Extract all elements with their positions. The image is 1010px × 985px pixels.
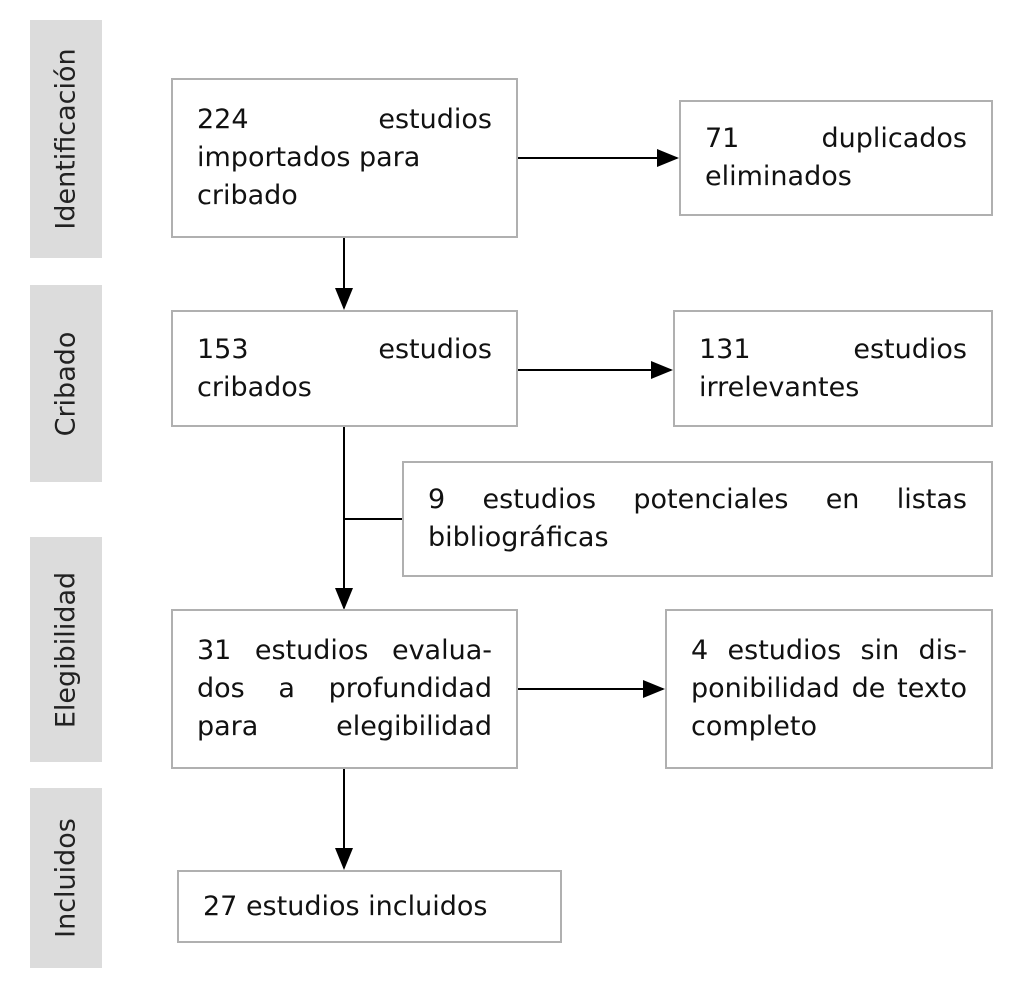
box-text: 153 estudios [197, 333, 492, 365]
box-screened: 153 estudios cribados [171, 310, 518, 427]
box-text: ponibilidad de texto [691, 673, 967, 704]
stage-elegibilidad: Elegibilidad [30, 537, 102, 762]
box-text: 71 duplicados [705, 123, 967, 154]
box-bibliographic: 9 estudios potenciales en listas bibliog… [402, 461, 993, 577]
box-text: dos a profundidad [197, 673, 492, 704]
box-text: cribados [197, 371, 312, 403]
box-text: 224 estudios [197, 104, 492, 135]
box-text: 27 estudios incluidos [203, 890, 488, 922]
box-text: completo [691, 711, 818, 742]
stage-identificacion: Identificación [30, 20, 102, 258]
box-text: irrelevantes [699, 371, 860, 403]
box-text: 131 estudios [699, 333, 967, 365]
box-text: 31 estudios evalua- [197, 635, 492, 666]
box-duplicates: 71 duplicados eliminados [679, 100, 993, 216]
stage-incluidos: Incluidos [30, 788, 102, 968]
stage-cribado: Cribado [30, 285, 102, 482]
box-text: para elegibilidad [197, 711, 492, 742]
box-text: importados para [197, 142, 421, 173]
box-text: bibliográficas [428, 522, 609, 553]
box-irrelevant: 131 estudios irrelevantes [673, 310, 993, 427]
box-assessed: 31 estudios evalua- dos a profundidad pa… [171, 609, 518, 769]
box-text: cribado [197, 180, 298, 211]
box-imported: 224 estudios importados para cribado [171, 78, 518, 238]
box-text: eliminados [705, 161, 852, 192]
box-text: 9 estudios potenciales en listas [428, 484, 967, 515]
box-text: 4 estudios sin dis- [691, 635, 967, 666]
box-unavailable: 4 estudios sin dis- ponibilidad de texto… [665, 609, 993, 769]
box-included: 27 estudios incluidos [177, 870, 562, 943]
